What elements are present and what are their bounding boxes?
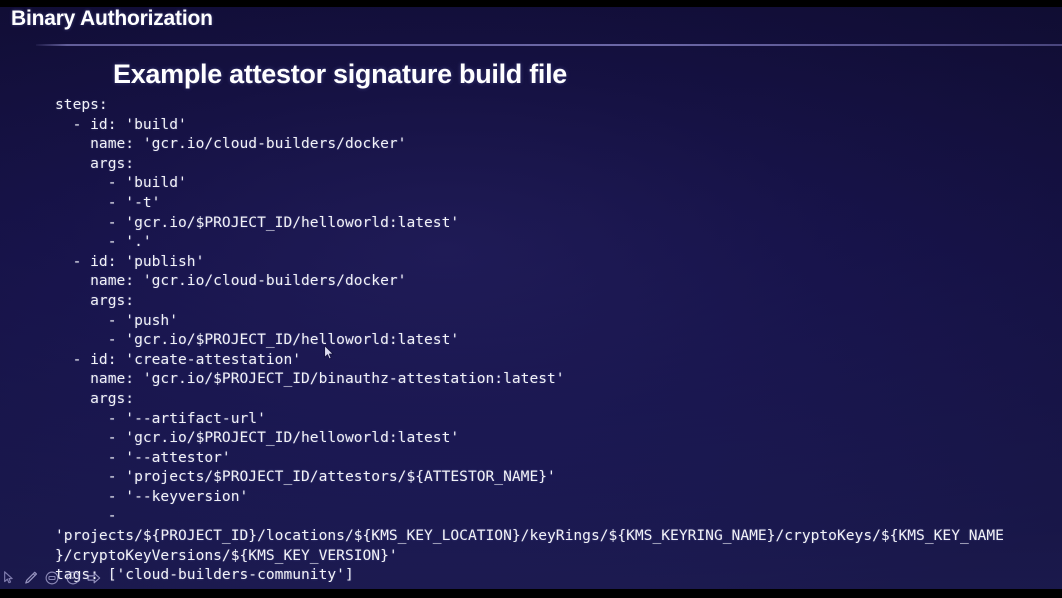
pointer-icon[interactable] — [0, 568, 20, 588]
code-line: - id: 'build' — [55, 115, 187, 133]
next-slide-icon[interactable] — [84, 568, 104, 588]
code-line: - 'build' — [55, 174, 187, 192]
code-line: name: 'gcr.io/cloud-builders/docker' — [55, 272, 407, 290]
code-line: - — [55, 507, 117, 525]
code-line: - 'gcr.io/$PROJECT_ID/helloworld:latest' — [55, 429, 460, 447]
code-line: - id: 'publish' — [55, 252, 205, 270]
code-line: args: — [55, 389, 135, 407]
slide-menu-icon[interactable] — [63, 568, 83, 588]
code-line: args: — [55, 154, 135, 172]
code-line: - id: 'create-attestation' — [55, 350, 302, 368]
code-line: tags: ['cloud-builders-community'] — [55, 566, 354, 584]
code-line: }/cryptoKeyVersions/${KMS_KEY_VERSION}' — [55, 546, 398, 564]
code-line: 'projects/${PROJECT_ID}/locations/${KMS_… — [55, 527, 1004, 545]
code-line: - 'gcr.io/$PROJECT_ID/helloworld:latest' — [55, 213, 460, 231]
code-line: name: 'gcr.io/cloud-builders/docker' — [55, 135, 407, 153]
code-block: steps: - id: 'build' name: 'gcr.io/cloud… — [55, 95, 1045, 585]
code-line: - 'projects/$PROJECT_ID/attestors/${ATTE… — [55, 468, 556, 486]
code-line: - 'gcr.io/$PROJECT_ID/helloworld:latest' — [55, 331, 460, 349]
code-line: - '--artifact-url' — [55, 409, 266, 427]
slide-canvas: Binary Authorization Example attestor si… — [0, 7, 1062, 589]
slide-toolbar[interactable] — [0, 567, 104, 589]
slide-heading: Example attestor signature build file — [113, 59, 568, 89]
page-title: Binary Authorization — [11, 7, 213, 30]
letterbox-top — [0, 0, 1062, 7]
code-line: - '--attestor' — [55, 448, 231, 466]
code-line: - '--keyversion' — [55, 487, 249, 505]
code-line: args: — [55, 291, 135, 309]
slide-header: Binary Authorization — [0, 7, 1062, 46]
code-line: - 'push' — [55, 311, 179, 329]
code-line: - '-t' — [55, 193, 161, 211]
code-line: - '.' — [55, 233, 152, 251]
pen-icon[interactable] — [21, 568, 41, 588]
code-line: name: 'gcr.io/$PROJECT_ID/binauthz-attes… — [55, 370, 565, 388]
letterbox-bottom — [0, 589, 1062, 598]
code-line: steps: — [55, 96, 108, 113]
previous-slide-icon[interactable] — [42, 568, 62, 588]
header-divider — [36, 44, 1062, 46]
